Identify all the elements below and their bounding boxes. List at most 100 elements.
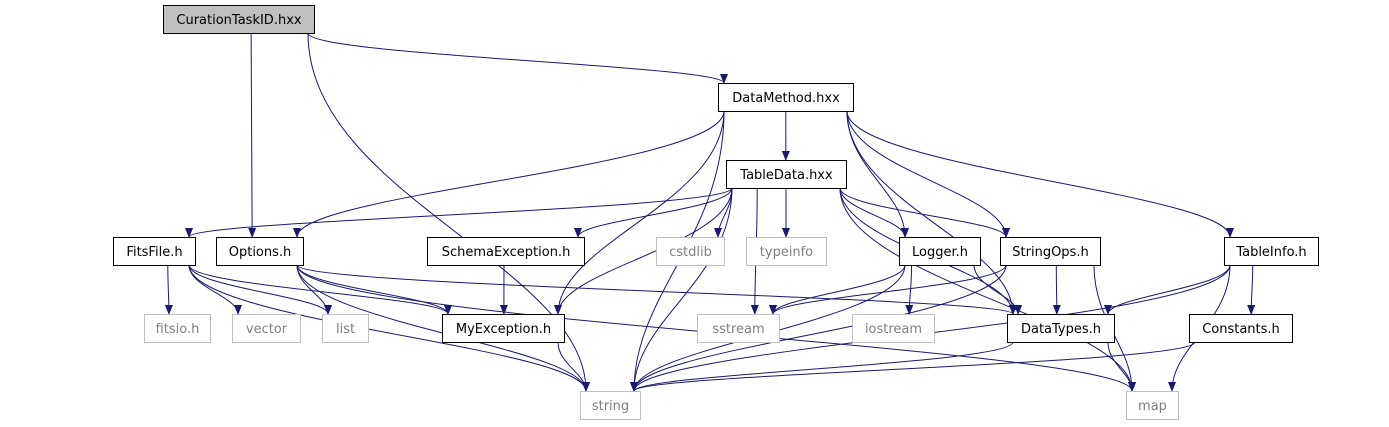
edge-options-to-myexc <box>296 264 452 315</box>
node-box-options <box>216 237 304 266</box>
node-label-sstream: sstream <box>712 322 764 337</box>
node-box-tabledata <box>726 160 847 189</box>
node-label-schemaexc: SchemaException.h <box>442 245 571 260</box>
node-tabledata[interactable]: TableData.hxx <box>726 160 847 189</box>
node-iostream: iostream <box>852 314 935 343</box>
node-cstdlib: cstdlib <box>656 237 725 266</box>
edge-logger-to-sstream <box>769 264 906 315</box>
node-label-fitsfile: FitsFile.h <box>126 245 182 260</box>
node-box-schemaexc <box>427 237 585 266</box>
edge-fitsfile-to-fitsio <box>164 264 173 315</box>
node-label-logger: Logger.h <box>912 245 968 260</box>
node-map: map <box>1126 391 1179 420</box>
node-constants[interactable]: Constants.h <box>1189 314 1293 343</box>
edge-tabledata-to-schemaexc <box>574 187 733 238</box>
node-fitsio: fitsio.h <box>144 314 211 343</box>
node-label-vector: vector <box>246 322 288 337</box>
edge-stringops-to-string <box>630 264 1007 392</box>
node-box-stringops <box>1000 237 1101 266</box>
edge-logger-to-datatypes <box>973 264 1023 315</box>
edge-curation-to-options <box>248 32 257 238</box>
node-box-iostream <box>852 314 935 343</box>
edge-tabledata-to-map <box>839 187 1136 392</box>
edge-fitsfile-to-string <box>188 264 590 392</box>
edge-fitsfile-to-vector <box>188 264 242 315</box>
node-label-fitsio: fitsio.h <box>156 322 200 337</box>
node-box-map <box>1126 391 1179 420</box>
edge-tabledata-to-myexc <box>554 187 733 315</box>
edge-curation-to-datamethod <box>307 32 728 84</box>
node-label-datamethod: DataMethod.hxx <box>732 91 840 106</box>
edge-tabledata-to-stringops <box>839 187 1010 238</box>
node-typeinfo: typeinfo <box>746 237 827 266</box>
edge-stringops-to-datatypes <box>1052 264 1061 315</box>
node-tableinfo[interactable]: TableInfo.h <box>1224 237 1319 266</box>
edge-datatypes-to-map <box>1107 341 1136 392</box>
node-label-iostream: iostream <box>865 322 922 337</box>
edge-datamethod-to-options <box>293 110 725 238</box>
edge-datatypes-to-string <box>630 341 1014 392</box>
node-box-sstream <box>697 314 780 343</box>
edge-tabledata-to-string <box>630 187 733 392</box>
node-box-logger <box>899 237 981 266</box>
node-box-string <box>580 391 641 420</box>
edge-datamethod-to-stringops <box>846 110 1010 238</box>
node-box-fitsfile <box>113 237 196 266</box>
edge-datamethod-to-tableinfo <box>846 110 1234 238</box>
edge-options-to-datatypes <box>296 264 1017 315</box>
edges <box>164 32 1256 392</box>
node-label-stringops: StringOps.h <box>1012 245 1088 260</box>
node-label-map: map <box>1138 399 1167 414</box>
node-box-curation <box>163 5 315 34</box>
node-label-cstdlib: cstdlib <box>669 245 712 260</box>
node-label-myexc: MyException.h <box>456 322 551 337</box>
edge-tableinfo-to-constants <box>1247 264 1256 315</box>
node-options[interactable]: Options.h <box>216 237 304 266</box>
node-box-typeinfo <box>746 237 827 266</box>
edge-tableinfo-to-datatypes <box>1104 264 1231 315</box>
node-label-tableinfo: TableInfo.h <box>1235 245 1306 260</box>
node-label-typeinfo: typeinfo <box>760 245 813 260</box>
node-logger[interactable]: Logger.h <box>899 237 981 266</box>
edge-tabledata-to-fitsfile <box>185 187 733 238</box>
node-box-datamethod <box>718 83 854 112</box>
node-box-cstdlib <box>656 237 725 266</box>
node-label-datatypes: DataTypes.h <box>1021 322 1101 337</box>
node-label-tabledata: TableData.hxx <box>739 168 833 183</box>
node-box-constants <box>1189 314 1293 343</box>
node-label-list: list <box>336 322 355 337</box>
edge-tabledata-to-logger <box>839 187 909 238</box>
edge-logger-to-iostream <box>905 264 914 315</box>
node-curation: CurationTaskID.hxx <box>163 5 315 34</box>
edge-fitsfile-to-list <box>188 264 332 315</box>
node-list: list <box>322 314 369 343</box>
edge-constants-to-string <box>630 341 1196 392</box>
node-box-datatypes <box>1007 314 1115 343</box>
node-label-curation: CurationTaskID.hxx <box>176 13 301 28</box>
edge-datamethod-to-datatypes <box>846 110 1017 315</box>
node-label-constants: Constants.h <box>1202 322 1280 337</box>
edge-myexc-to-string <box>557 341 590 392</box>
node-sstream: sstream <box>697 314 780 343</box>
node-fitsfile[interactable]: FitsFile.h <box>113 237 196 266</box>
node-stringops[interactable]: StringOps.h <box>1000 237 1101 266</box>
edge-curation-to-string <box>307 32 590 392</box>
node-box-fitsio <box>144 314 211 343</box>
node-box-tableinfo <box>1224 237 1319 266</box>
edge-options-to-string <box>296 264 590 392</box>
node-myexc[interactable]: MyException.h <box>442 314 565 343</box>
node-label-string: string <box>592 399 629 414</box>
edge-datamethod-to-myexc <box>554 110 725 315</box>
node-string: string <box>580 391 641 420</box>
node-vector: vector <box>232 314 301 343</box>
node-box-list <box>322 314 369 343</box>
node-datamethod[interactable]: DataMethod.hxx <box>718 83 854 112</box>
node-schemaexc[interactable]: SchemaException.h <box>427 237 585 266</box>
node-box-myexc <box>442 314 565 343</box>
nodes: CurationTaskID.hxxDataMethod.hxxTableDat… <box>113 5 1319 420</box>
node-label-options: Options.h <box>229 245 292 260</box>
edge-stringops-to-sstream <box>769 264 1007 315</box>
node-datatypes[interactable]: DataTypes.h <box>1007 314 1115 343</box>
node-box-vector <box>232 314 301 343</box>
